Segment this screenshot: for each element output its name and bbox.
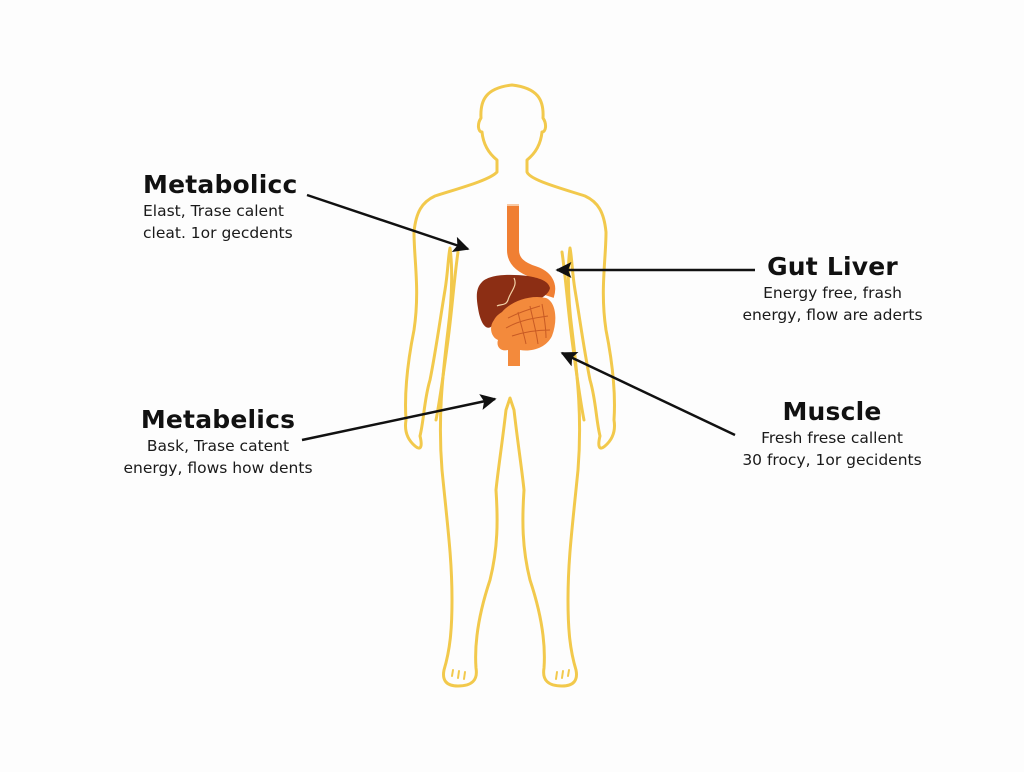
callout-bottom-left: Metabelics Bask, Trase catent energy, fl… [113,405,323,479]
callout-line: Energy free, frash [763,284,902,302]
callout-title: Metabolicc [143,170,298,199]
head-outline [403,83,617,688]
callout-line: cleat. 1or gecdents [143,224,293,242]
callout-arrows [301,193,755,442]
callout-line: 30 frocy, 1or gecidents [742,451,922,469]
callout-line: Fresh frese callent [761,429,903,447]
liver [476,274,550,328]
callout-line: energy, flows how dents [123,459,313,477]
left-inner-arm [434,250,460,422]
callout-line: energy, flow are aderts [742,306,923,324]
callout-title: Muscle [782,397,882,426]
arrow-top-left [306,193,470,253]
callout-top-left: Metabolicc Elast, Trase calent cleat. 1o… [143,170,298,244]
body-outline [403,83,617,688]
callout-title: Metabelics [140,405,296,434]
digestive-organs [476,204,556,366]
callout-bottom-right: Muscle Fresh frese callent 30 frocy, 1or… [722,397,942,471]
callout-line: Elast, Trase calent [143,202,284,220]
arrow-bottom-left [301,394,497,442]
arrow-bottom-right [560,351,736,437]
callout-title: Gut Liver [767,252,898,281]
callout-line: Bask, Trase catent [146,437,290,455]
left-toes [451,669,466,680]
callout-top-right: Gut Liver Energy free, frash energy, flo… [730,252,935,326]
right-toes [555,669,570,680]
